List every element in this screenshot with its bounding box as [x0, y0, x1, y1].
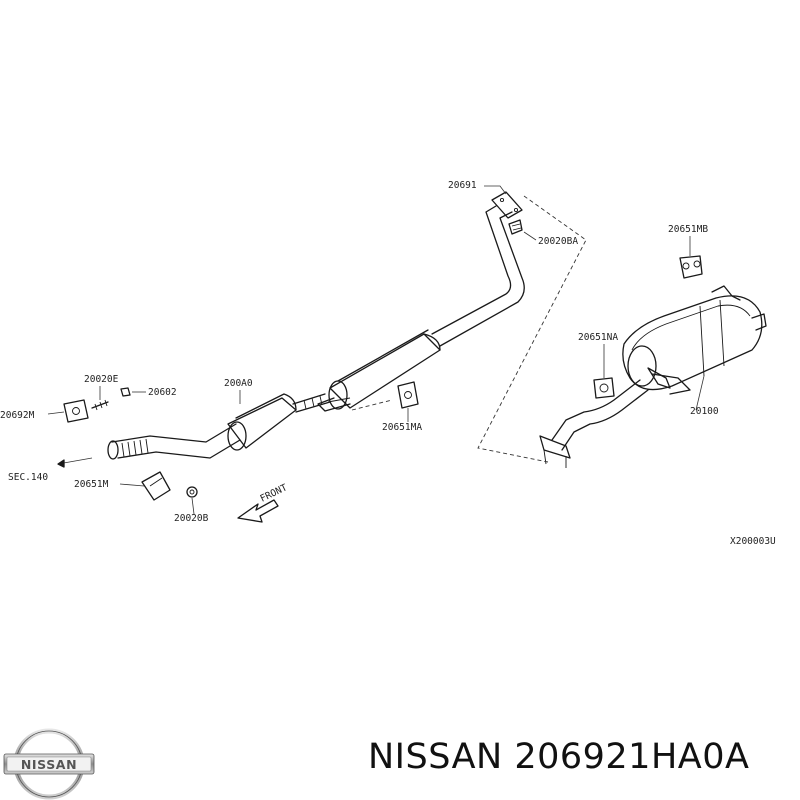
label-20100: 20100 — [690, 406, 719, 417]
label-200a0: 200A0 — [224, 378, 253, 389]
label-20691: 20691 — [448, 180, 477, 191]
catalytic-converter — [227, 393, 331, 451]
logo-wordmark: NISSAN — [21, 757, 77, 772]
label-20692m: 20692M — [0, 410, 35, 421]
spring-clamp-20020ba — [508, 219, 523, 235]
nut-20020b — [186, 486, 198, 498]
nut-20602 — [120, 387, 131, 397]
main-pipe — [431, 191, 525, 347]
part-labels: 20691 20020BA 20651MB 20651NA 20100 2002… — [0, 180, 776, 547]
nissan-logo-icon: NISSAN — [3, 728, 95, 800]
label-20020e: 20020E — [84, 374, 119, 385]
rubber-mount-20651mb — [679, 255, 703, 279]
label-20602: 20602 — [148, 387, 177, 398]
stud-20020e — [91, 399, 109, 411]
rubber-mount-20651m — [141, 471, 171, 501]
front-pipe — [107, 423, 241, 460]
rubber-mount-20651na — [593, 377, 615, 399]
label-ref-code: X200003U — [730, 536, 776, 547]
front-arrow-icon — [237, 499, 279, 523]
center-muffler — [317, 329, 441, 412]
label-20651na: 20651NA — [578, 332, 618, 343]
part-caption: NISSAN 206921HA0A — [368, 737, 750, 777]
label-front: FRONT — [258, 482, 289, 505]
label-20651m: 20651M — [74, 479, 109, 490]
label-20651ma: 20651MA — [382, 422, 422, 433]
gasket-20692m — [63, 399, 89, 423]
label-sec-140: SEC.140 — [8, 472, 48, 483]
assembly-bracket-dashed — [351, 195, 587, 463]
rubber-mount-20651ma — [397, 381, 419, 409]
rear-muffler — [622, 285, 767, 391]
leader-lines — [47, 185, 705, 515]
label-20020b: 20020B — [174, 513, 209, 524]
label-20020ba: 20020BA — [538, 236, 578, 247]
sec-140-arrow — [57, 457, 93, 468]
label-20651mb: 20651MB — [668, 224, 708, 235]
rear-inlet-pipe — [539, 373, 691, 468]
